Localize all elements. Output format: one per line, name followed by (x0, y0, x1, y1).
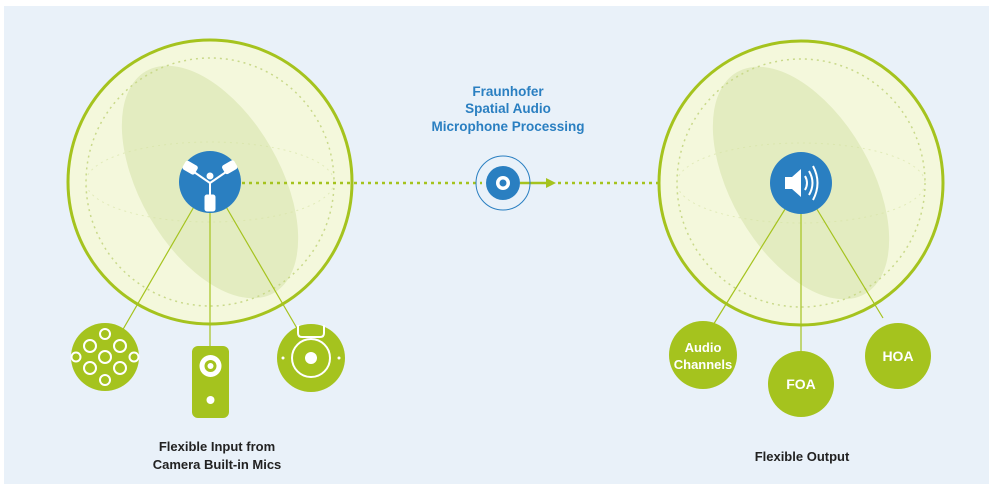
processing-title-line-3: Microphone Processing (431, 119, 584, 134)
processing-title-line-2: Spatial Audio (465, 101, 551, 116)
output-format-hoa: HOA (865, 323, 931, 389)
output-connector-lines (709, 205, 884, 352)
hoa-label: HOA (882, 348, 913, 364)
tetrahedral-mic-icon (182, 160, 238, 212)
camera-body-mic-icon (192, 346, 229, 418)
audio-channels-label-line-1: Audio (685, 340, 722, 355)
sphere-array-mic-icon (70, 323, 140, 391)
audio-channels-label-line-2: Channels (674, 357, 733, 372)
ambisonic-ring-mic-icon (277, 324, 345, 392)
microphone-node (179, 151, 241, 213)
processing-node (475, 155, 531, 211)
output-format-audio-channels: Audio Channels (669, 321, 737, 389)
processing-title-line-1: Fraunhofer (472, 84, 544, 99)
input-caption-line-1: Flexible Input from (159, 439, 275, 454)
speaker-icon (785, 165, 819, 201)
foa-label: FOA (786, 376, 816, 392)
output-format-foa: FOA (768, 351, 834, 417)
input-connector-lines (117, 204, 299, 352)
speaker-node (770, 152, 832, 214)
output-caption: Flexible Output (755, 449, 850, 464)
input-caption-line-2: Camera Built-in Mics (153, 457, 282, 472)
